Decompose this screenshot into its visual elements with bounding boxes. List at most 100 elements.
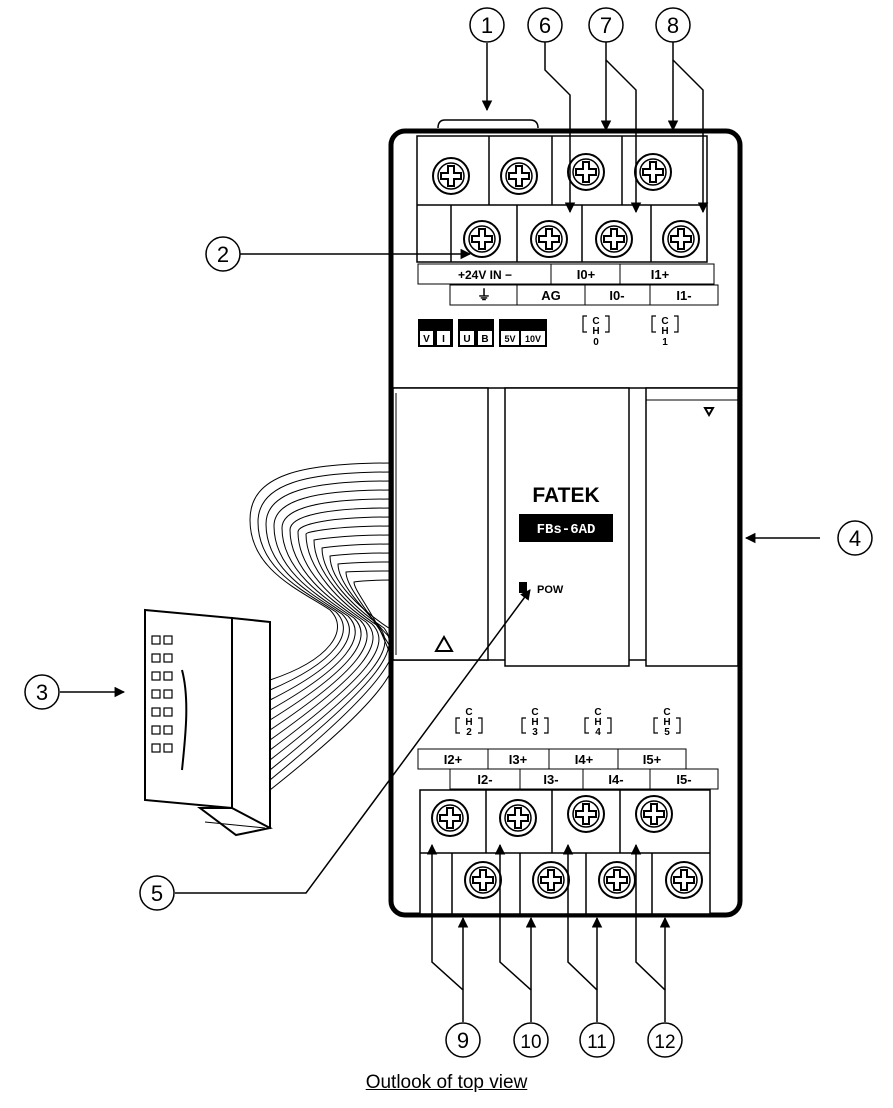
- label-i4-minus: I4-: [608, 772, 623, 787]
- power-led-icon: [519, 582, 527, 593]
- model-name: FBs-6AD: [537, 522, 596, 538]
- switch-label-10v: 10V: [525, 334, 541, 344]
- svg-text:2: 2: [217, 242, 229, 267]
- label-i2-plus: I2+: [444, 752, 463, 767]
- screw-icon: [662, 220, 700, 258]
- screw-icon: [634, 153, 672, 191]
- callout-9: 9: [445, 1022, 481, 1058]
- connector-pin: [163, 635, 173, 645]
- power-led-label: POW: [537, 584, 564, 596]
- screw-icon: [499, 799, 537, 837]
- switch-label-b: B: [481, 334, 488, 345]
- connector-pin: [163, 689, 173, 699]
- connector-pin: [163, 725, 173, 735]
- callout-2: 2: [205, 236, 241, 272]
- callout-7: 7: [588, 7, 624, 43]
- connector-pin: [151, 725, 161, 735]
- ground-icon: ⏚: [477, 287, 491, 303]
- callout-8: 8: [655, 7, 691, 43]
- switch-label-5v: 5V: [504, 334, 515, 344]
- label-i1-minus: I1-: [676, 288, 691, 303]
- callout-1: 1: [469, 7, 505, 43]
- label-i3-minus: I3-: [543, 772, 558, 787]
- switch-label-u: U: [463, 334, 470, 345]
- connector-pin: [151, 671, 161, 681]
- connector-pin: [151, 743, 161, 753]
- label-i1-plus: I1+: [651, 267, 670, 282]
- connector-pin: [151, 707, 161, 717]
- channel-markers: C H 0 C H 1 C H 2 C H 3 C H 4 C H 5: [455, 315, 681, 738]
- screw-icon: [567, 795, 605, 833]
- ch3-h: H: [531, 717, 538, 728]
- label-i3-plus: I3+: [509, 752, 528, 767]
- callout-10: 10: [513, 1022, 549, 1058]
- figure-caption: Outlook of top view: [365, 1072, 528, 1093]
- svg-text:9: 9: [457, 1028, 469, 1053]
- connector-pin: [151, 635, 161, 645]
- callout-6: 6: [527, 7, 563, 43]
- callout-3: 3: [24, 674, 60, 710]
- ch4-number: 4: [595, 727, 601, 738]
- svg-text:5: 5: [151, 881, 163, 906]
- switch-label-i: I: [442, 334, 445, 345]
- brand-name: FATEK: [532, 484, 599, 507]
- ch5-number: 5: [664, 727, 670, 738]
- label-i5-plus: I5+: [643, 752, 662, 767]
- ch5-c: C: [663, 707, 670, 718]
- screw-icon: [665, 861, 703, 899]
- ch0-h: H: [592, 326, 599, 337]
- ch2-c: C: [465, 707, 472, 718]
- svg-text:1: 1: [481, 13, 493, 38]
- ch0-number: 0: [593, 337, 599, 348]
- label-i4-plus: I4+: [575, 752, 594, 767]
- screw-icon: [431, 799, 469, 837]
- screw-icon: [500, 157, 538, 195]
- label-i5-minus: I5-: [676, 772, 691, 787]
- ch0-c: C: [592, 316, 599, 327]
- ch4-h: H: [594, 717, 601, 728]
- ch3-c: C: [531, 707, 538, 718]
- screw-icon: [598, 861, 636, 899]
- ch5-h: H: [663, 717, 670, 728]
- screw-icon: [463, 220, 501, 258]
- label-24v-in: +24V IN −: [458, 268, 512, 282]
- label-i2-minus: I2-: [477, 772, 492, 787]
- screw-icon: [635, 795, 673, 833]
- svg-text:4: 4: [849, 526, 861, 551]
- label-i0-minus: I0-: [609, 288, 624, 303]
- callout-5: 5: [139, 875, 175, 911]
- screw-icon: [595, 220, 633, 258]
- connector-pin: [163, 653, 173, 663]
- screw-icon: [432, 157, 470, 195]
- label-ag: AG: [541, 288, 561, 303]
- ch2-h: H: [465, 717, 472, 728]
- ch2-number: 2: [466, 727, 472, 738]
- dip-switch-labels: V I U B 5V 10V: [420, 331, 545, 345]
- svg-text:7: 7: [600, 13, 612, 38]
- ch1-h: H: [661, 326, 668, 337]
- ch1-number: 1: [662, 337, 668, 348]
- connector-pin: [151, 653, 161, 663]
- connector-pin: [163, 743, 173, 753]
- screw-icon: [532, 861, 570, 899]
- svg-text:8: 8: [667, 13, 679, 38]
- ch3-number: 3: [532, 727, 538, 738]
- connector-pin: [163, 707, 173, 717]
- svg-text:3: 3: [36, 680, 48, 705]
- callout-11: 11: [579, 1022, 615, 1058]
- flat-cable-connector: [144, 608, 273, 837]
- screw-icon: [464, 861, 502, 899]
- screw-icon: [530, 220, 568, 258]
- svg-text:10: 10: [520, 1032, 541, 1053]
- module-body: [388, 128, 743, 918]
- callout-4: 4: [837, 520, 873, 556]
- connector-pin: [163, 671, 173, 681]
- ribbon-cable: [249, 462, 397, 791]
- ch4-c: C: [594, 707, 601, 718]
- screw-icon: [567, 153, 605, 191]
- label-i0-plus: I0+: [577, 267, 596, 282]
- connector-pin: [151, 689, 161, 699]
- svg-text:12: 12: [654, 1032, 675, 1053]
- svg-text:6: 6: [539, 13, 551, 38]
